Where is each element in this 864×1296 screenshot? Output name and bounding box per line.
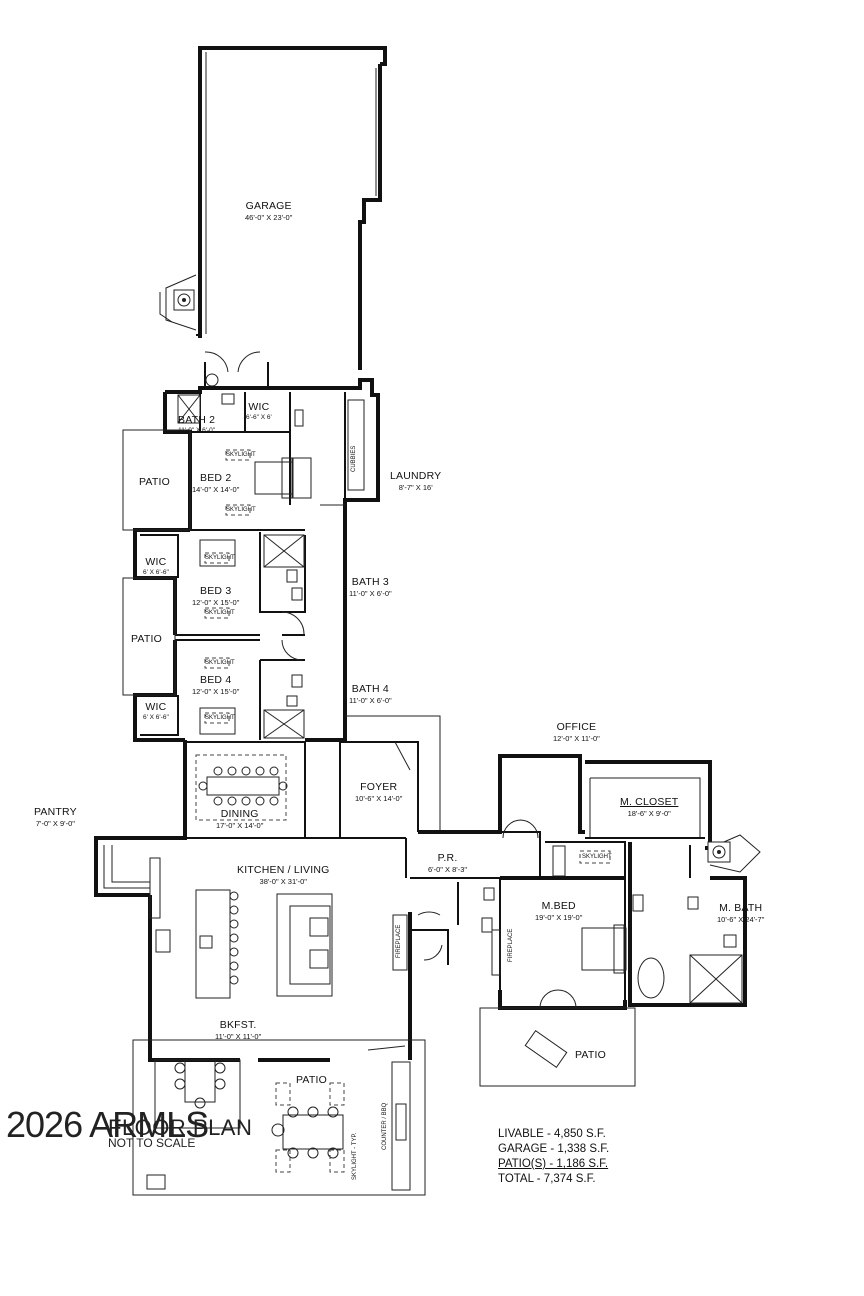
dining-walls xyxy=(94,740,306,897)
counter-bbq-note: COUNTER / BBQ xyxy=(382,1102,388,1150)
skylight-note: SKYLIGHT xyxy=(205,715,235,721)
skylight-note: SKYLIGHT xyxy=(205,660,235,666)
room-label-bed3: BED 3 12'-0" X 15'-0" xyxy=(192,585,240,607)
room-label-m-closet: M. CLOSET 18'-6" X 9'-0" xyxy=(620,796,679,818)
plan-subtitle: NOT TO SCALE xyxy=(108,1136,196,1150)
livable-total: LIVABLE - 4,850 S.F. xyxy=(498,1128,606,1140)
left-patios xyxy=(122,429,191,696)
skylight-note: SKYLIGHT xyxy=(205,555,235,561)
skylight-note: SKYLIGHT xyxy=(205,610,235,616)
room-label-bed2: BED 2 14'-0" X 14'-0" xyxy=(192,472,240,494)
room-label-laundry: LAUNDRY 8'-7" X 16' xyxy=(390,470,442,492)
room-label-m-bed: M.BED 19'-0" X 19'-0" xyxy=(535,900,583,922)
room-label-wic-bed3: WIC 6' X 6'-6" xyxy=(143,556,169,576)
room-label-bath2: BATH 2 11'-0" X 6'-0" xyxy=(178,414,216,434)
room-label-office: OFFICE 12'-0" X 11'-0" xyxy=(553,721,600,743)
room-label-wic-bed4: WIC 6' X 6'-6" xyxy=(143,701,169,721)
skylight-note: SKYLIGHT xyxy=(226,452,256,458)
room-label-patio-left-top: PATIO xyxy=(139,476,170,488)
patios-total: PATIO(S) - 1,186 S.F. xyxy=(498,1158,609,1170)
area-totals: LIVABLE - 4,850 S.F. GARAGE - 1,338 S.F.… xyxy=(498,1127,609,1187)
pr-walls xyxy=(410,877,501,990)
room-label-bkfst: BKFST. 11'-0" X 11'-0" xyxy=(215,1019,262,1041)
room-label-bath4: BATH 4 11'-0" X 6'-0" xyxy=(349,683,392,705)
room-label-garage: GARAGE 46'-0" X 23'-0" xyxy=(245,200,293,222)
fireplace-note: FIREPLACE xyxy=(396,924,402,958)
office-walls xyxy=(418,754,585,878)
m-closet-walls xyxy=(545,760,712,878)
room-label-foyer: FOYER 10'-6" X 14'-0" xyxy=(355,781,403,803)
garage-total: GARAGE - 1,338 S.F. xyxy=(498,1143,610,1155)
room-label-m-bath: M. BATH 10'-6" X 24'-7" xyxy=(717,902,765,924)
pantry-walls xyxy=(103,845,150,889)
cubbies-note: CUBBIES xyxy=(351,445,357,472)
skylight-note: SKYLIGHT xyxy=(582,854,612,860)
room-label-bed4: BED 4 12'-0" X 15'-0" xyxy=(192,674,240,696)
room-label-dining: DINING 17'-0" X 14'-0" xyxy=(216,808,264,830)
room-label-patio-rear: PATIO xyxy=(296,1074,327,1086)
m-bath-walls xyxy=(628,834,761,1007)
fireplace-note: FIREPLACE xyxy=(508,928,514,962)
laundry-walls xyxy=(266,378,380,742)
skylight-typ-note: SKYLIGHT - TYP. xyxy=(352,1132,358,1180)
master-patio xyxy=(479,1007,636,1087)
skylight-note: SKYLIGHT xyxy=(226,507,256,513)
room-label-bath3: BATH 3 11'-0" X 6'-0" xyxy=(349,576,392,598)
grand-total: TOTAL - 7,374 S.F. xyxy=(498,1173,596,1185)
room-label-pr: P.R. 6'-0" X 8'-3" xyxy=(428,852,468,874)
kitchen-walls xyxy=(148,837,412,1062)
plan-title: FLOOR PLAN xyxy=(108,1115,253,1140)
rear-patio xyxy=(132,1039,426,1196)
room-label-pantry: PANTRY 7'-0" X 9'-0" xyxy=(34,806,77,828)
brand-watermark: 2026 ARMLS xyxy=(6,1104,209,1145)
room-label-patio-left-mid: PATIO xyxy=(131,633,162,645)
room-label-kitchen-living: KITCHEN / LIVING 38'-0" X 31'-0" xyxy=(237,864,330,886)
room-label-patio-master: PATIO xyxy=(575,1049,606,1061)
garage-walls xyxy=(159,46,387,388)
bed2-walls xyxy=(190,432,312,531)
room-label-wic-top: WIC 6'-6" X 6' xyxy=(246,401,272,421)
foyer-walls xyxy=(339,715,441,838)
